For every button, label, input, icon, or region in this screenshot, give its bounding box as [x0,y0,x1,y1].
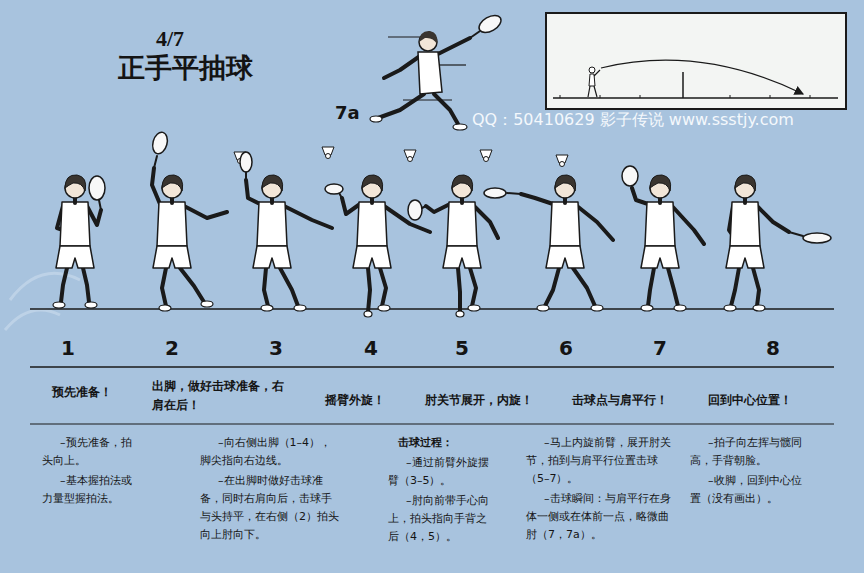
step-caption: 击球点与肩平行！ [572,392,668,409]
rule [30,366,834,368]
note: –击球瞬间：与肩平行在身体一侧或在体前一点，略微曲肘（7，7a）。 [526,490,672,544]
step-number: 1 [61,336,75,360]
step-number: 4 [364,336,378,360]
step-caption: 预先准备！ [52,384,112,401]
ground-line [30,308,834,310]
step-number: 6 [559,336,573,360]
step-number: 8 [766,336,780,360]
note: –在出脚时做好击球准备，同时右肩向后，击球手与头持平，在右侧（2）拍头向上肘向下… [200,472,340,544]
shuttlecock [234,147,568,167]
watermark: QQ：50410629 影子传说 www.ssstjy.com [472,110,794,131]
title: 正手平抽球 [118,50,253,86]
note: –肘向前带手心向上，拍头指向手背之后（4，5）。 [388,492,490,546]
trajectory-inset [546,13,846,109]
page-number: 4/7 [156,26,184,52]
step-caption: 出脚，做好击球准备，右肩在后！ [152,377,288,415]
step-caption: 肘关节展开，内旋！ [425,392,533,409]
step-number: 5 [455,336,469,360]
note: –收脚，回到中心位置（没有画出）。 [690,472,808,508]
step-number: 2 [165,336,179,360]
note: –向右侧出脚（1–4），脚尖指向右边线。 [200,434,340,470]
step-number: 3 [269,336,283,360]
figure-label: 7a [335,102,360,123]
watermark-shape [5,273,80,330]
note-heading: 击球过程： [398,434,453,452]
step-caption: 摇臂外旋！ [325,392,385,409]
note: –拍子向左挥与髋同高，手背朝脸。 [690,434,808,470]
note: –预先准备，拍头向上。 [42,434,142,470]
note: –通过前臂外旋摆臂（3–5）。 [388,454,490,490]
step-number: 7 [653,336,667,360]
rule [30,424,834,425]
step-caption: 回到中心位置！ [708,392,792,409]
player-figure [53,131,831,317]
note: –基本握拍法或力量型握拍法。 [42,472,142,508]
note: –马上内旋前臂，展开肘关节，拍到与肩平行位置击球（5–7）。 [526,434,672,488]
